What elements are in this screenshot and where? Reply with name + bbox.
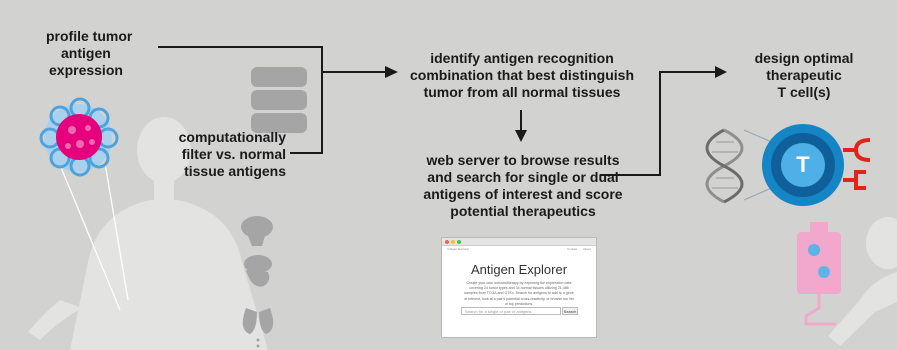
step-webserver-line: and search for single or dual xyxy=(427,169,619,185)
step-identify-line: tumor from all normal tissues xyxy=(423,84,621,100)
step-identify-text: identify antigen recognition combination… xyxy=(396,50,648,101)
site-brand[interactable]: Antigen Explorer xyxy=(447,247,470,251)
site-nav: Antigen Explorer Contact About xyxy=(442,246,596,252)
step-filter-text: computationally filter vs. normal tissue… xyxy=(158,129,286,180)
step-design-text: design optimal therapeutic T cell(s) xyxy=(744,50,864,101)
step-filter-line: tissue antigens xyxy=(184,163,286,179)
step-identify-line: identify antigen recognition xyxy=(430,50,614,66)
flow-connectors xyxy=(158,46,716,176)
antigen-search-input[interactable]: Search for a single or pair of antigens xyxy=(461,307,561,315)
nav-contact[interactable]: Contact xyxy=(567,247,578,251)
site-description: Create your own immunotherapy by explori… xyxy=(464,281,574,306)
step-profile-line: antigen xyxy=(61,45,111,61)
car-receptor-icon xyxy=(843,138,871,190)
step-identify-line: combination that best distinguish xyxy=(410,67,634,83)
step-design-line: T cell(s) xyxy=(777,84,831,100)
t-cell-letter: T xyxy=(796,152,810,177)
step-profile-line: profile tumor xyxy=(46,28,133,44)
site-title: Antigen Explorer xyxy=(470,262,568,277)
step-profile-line: expression xyxy=(49,62,123,78)
database-icon xyxy=(251,67,307,133)
antigen-explorer-screenshot: Antigen Explorer Contact About Antigen E… xyxy=(441,237,597,338)
close-dot-icon xyxy=(445,240,449,244)
arrow-to-webserver-icon xyxy=(515,130,527,142)
tumor-pointer-lines xyxy=(59,162,129,311)
step-webserver-line: web server to browse results xyxy=(426,152,620,168)
step-webserver-text: web server to browse results and search … xyxy=(400,152,646,220)
step-profile-text: profile tumor antigen expression xyxy=(46,28,132,79)
browser-titlebar xyxy=(442,238,596,246)
arrow-to-identify-icon xyxy=(385,66,398,78)
step-webserver-line: potential therapeutics xyxy=(450,203,596,219)
patient-silhouette-icon xyxy=(828,217,897,346)
step-webserver-line: antigens of interest and score xyxy=(423,186,623,202)
dna-helix-icon xyxy=(705,128,744,204)
step-filter-line: computationally xyxy=(178,129,286,145)
maximize-dot-icon xyxy=(457,240,461,244)
search-button[interactable]: Search xyxy=(562,307,578,315)
arrow-to-design-icon xyxy=(715,66,727,78)
t-cell-icon xyxy=(762,124,844,206)
step-filter-line: filter vs. normal xyxy=(181,146,286,162)
nav-about[interactable]: About xyxy=(583,247,591,251)
step-design-line: therapeutic xyxy=(766,67,842,83)
iv-bag-icon xyxy=(797,222,841,326)
human-silhouette-icon xyxy=(28,117,268,350)
minimize-dot-icon xyxy=(451,240,455,244)
tumor-cell-icon xyxy=(39,97,119,177)
step-design-line: design optimal xyxy=(754,50,854,66)
arrow-heads xyxy=(385,66,727,142)
normal-organs-icon xyxy=(241,216,274,348)
